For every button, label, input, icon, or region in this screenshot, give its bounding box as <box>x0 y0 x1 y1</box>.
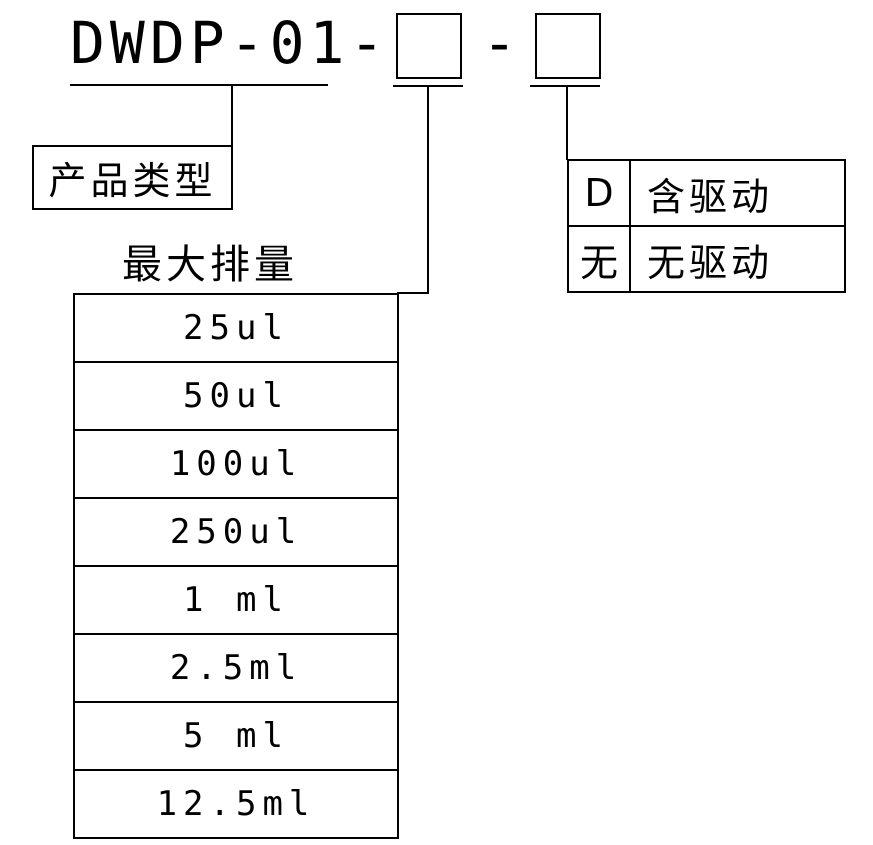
drive-leader <box>566 86 568 160</box>
displacement-option: 12.5ml <box>75 769 397 837</box>
displacement-option: 25ul <box>183 308 289 348</box>
model-separator: - <box>482 9 517 77</box>
displacement-slot-box <box>396 13 462 79</box>
drive-table: D 含驱动 无 无驱动 <box>567 159 846 293</box>
displacement-option: 1 ml <box>75 565 397 633</box>
displacement-option: 2.5ml <box>75 633 397 701</box>
displacement-option: 250ul <box>75 497 397 565</box>
drive-code: D <box>569 161 631 225</box>
drive-description: 无驱动 <box>647 240 774 285</box>
drive-row: D 含驱动 <box>569 161 844 225</box>
displacement-option: 5 ml <box>75 701 397 769</box>
drive-slot-box <box>535 13 601 79</box>
displacement-option: 50ul <box>75 361 397 429</box>
model-prefix: DWDP-01- <box>70 9 390 77</box>
drive-description: 含驱动 <box>647 174 774 219</box>
product-type-label: 产品类型 <box>32 145 233 210</box>
drive-row: 无 无驱动 <box>569 225 844 291</box>
prefix-underline <box>70 84 328 86</box>
drive-code: 无 <box>569 227 631 291</box>
displacement-title: 最大排量 <box>122 242 298 288</box>
displacement-leader-vertical <box>427 86 429 294</box>
displacement-leader-horizontal <box>397 292 429 294</box>
displacement-option: 100ul <box>75 429 397 497</box>
displacement-table: 25ul 50ul 100ul 250ul 1 ml 2.5ml 5 ml 12… <box>73 293 399 839</box>
drive-slot-underline <box>530 85 600 87</box>
product-type-leader <box>231 86 233 146</box>
